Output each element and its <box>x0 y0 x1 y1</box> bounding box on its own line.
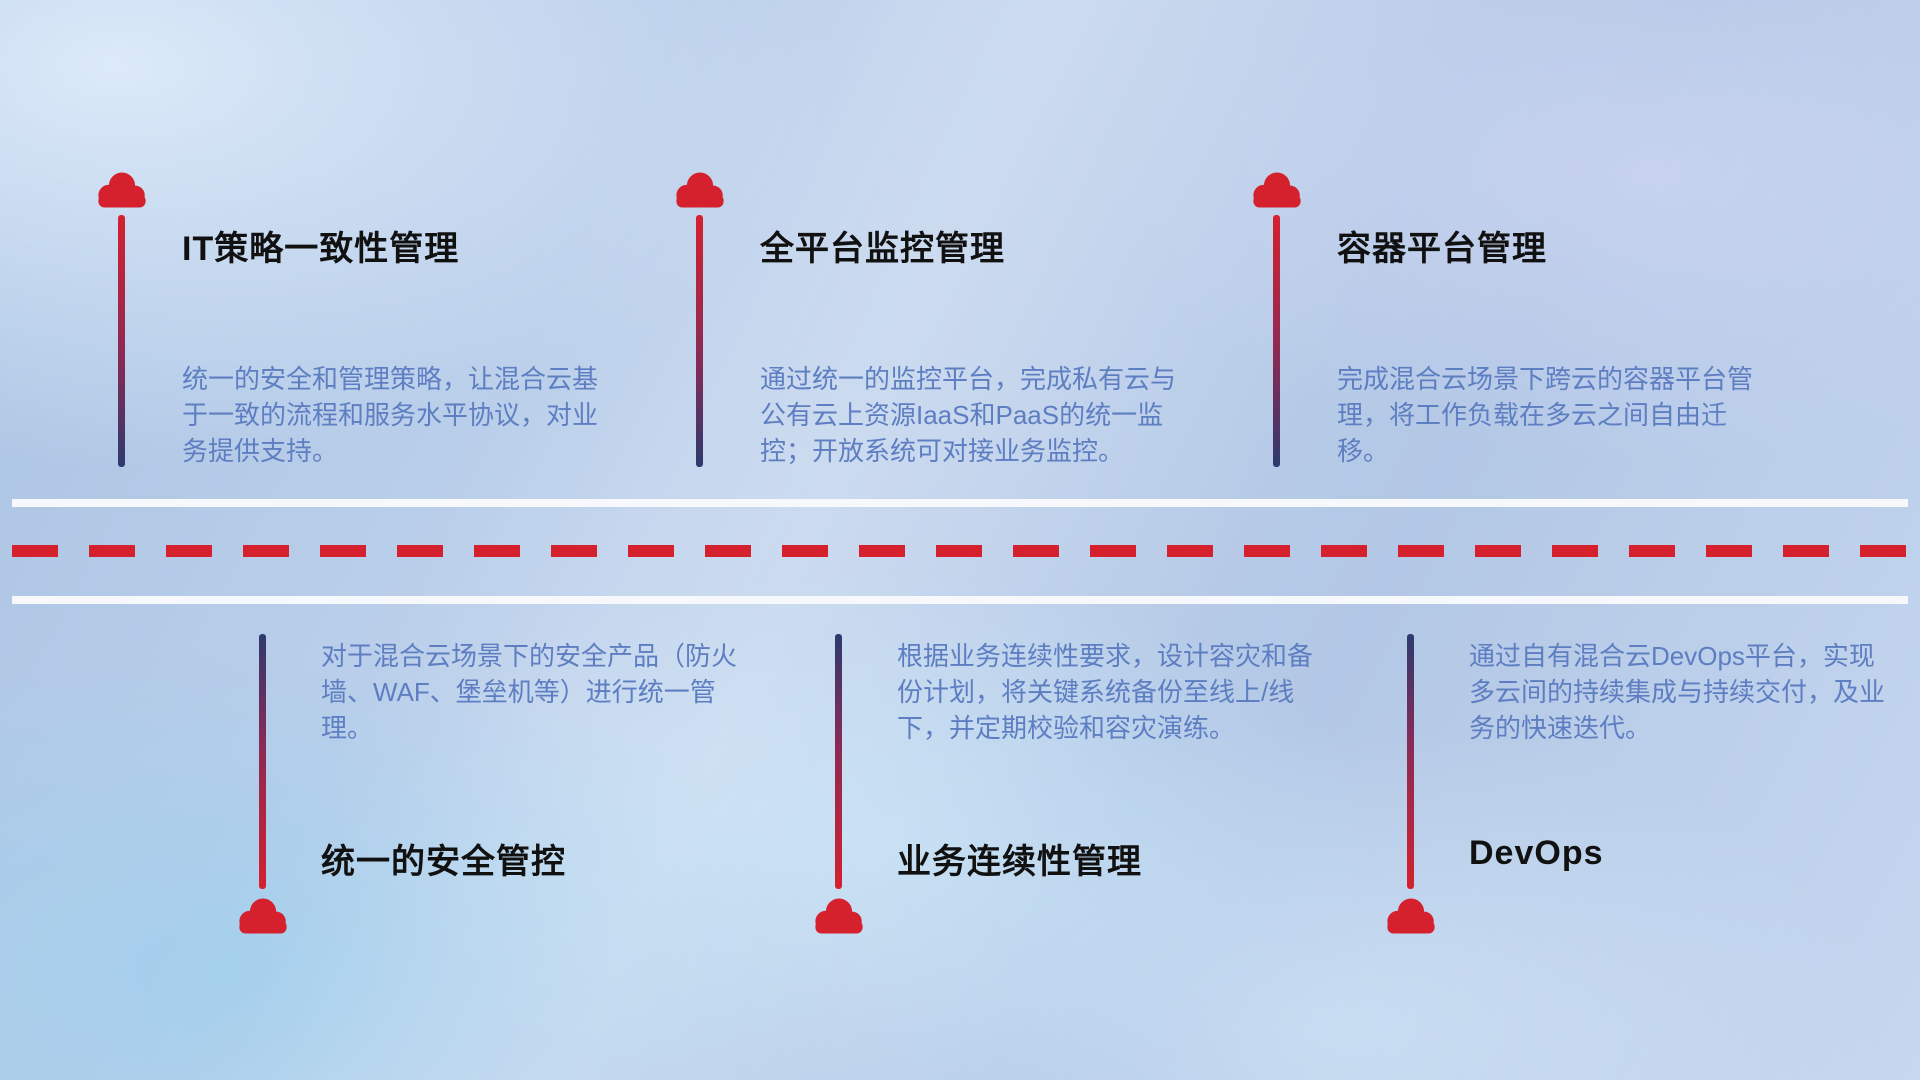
connector-line <box>835 634 842 889</box>
connector-line <box>696 215 703 467</box>
feature-security-control: 对于混合云场景下的安全产品（防火墙、WAF、堡垒机等）进行统一管理。 统一的安全… <box>235 634 737 954</box>
feature-title: 容器平台管理 <box>1337 230 1547 268</box>
cloud-icon <box>94 169 150 211</box>
feature-title: 业务连续性管理 <box>897 843 1142 881</box>
cloud-icon <box>235 895 291 937</box>
feature-title: 统一的安全管控 <box>321 843 566 881</box>
feature-description: 根据业务连续性要求，设计容灾和备份计划，将关键系统备份至线上/线下，并定期校验和… <box>897 641 1314 743</box>
cloud-icon <box>811 895 867 937</box>
connector-line <box>118 215 125 467</box>
feature-description: 对于混合云场景下的安全产品（防火墙、WAF、堡垒机等）进行统一管理。 <box>321 641 738 743</box>
feature-monitoring: 全平台监控管理 通过统一的监控平台，完成私有云与公有云上资源IaaS和PaaS的… <box>672 169 1176 499</box>
cloud-icon <box>1383 895 1439 937</box>
timeline-divider-top <box>12 499 1908 507</box>
feature-title: IT策略一致性管理 <box>182 230 460 268</box>
connector-line <box>1407 634 1414 889</box>
feature-description: 统一的安全和管理策略，让混合云基于一致的流程和服务水平协议，对业务提供支持。 <box>182 364 599 466</box>
connector-line <box>259 634 266 889</box>
feature-business-continuity: 根据业务连续性要求，设计容灾和备份计划，将关键系统备份至线上/线下，并定期校验和… <box>811 634 1313 954</box>
feature-it-policy: IT策略一致性管理 统一的安全和管理策略，让混合云基于一致的流程和服务水平协议，… <box>94 169 598 499</box>
feature-description: 完成混合云场景下跨云的容器平台管理，将工作负载在多云之间自由迁移。 <box>1337 364 1754 466</box>
feature-description: 通过统一的监控平台，完成私有云与公有云上资源IaaS和PaaS的统一监控；开放系… <box>760 364 1177 466</box>
timeline-divider-bottom <box>12 596 1908 604</box>
feature-container-platform: 容器平台管理 完成混合云场景下跨云的容器平台管理，将工作负载在多云之间自由迁移。 <box>1249 169 1753 499</box>
feature-description: 通过自有混合云DevOps平台，实现多云间的持续集成与持续交付，及业务的快速迭代… <box>1469 641 1886 743</box>
cloud-icon <box>672 169 728 211</box>
feature-title: 全平台监控管理 <box>760 230 1005 268</box>
cloud-icon <box>1249 169 1305 211</box>
timeline-dashed-line <box>12 545 1908 557</box>
connector-line <box>1273 215 1280 467</box>
feature-title: DevOps <box>1469 834 1604 872</box>
feature-devops: 通过自有混合云DevOps平台，实现多云间的持续集成与持续交付，及业务的快速迭代… <box>1383 634 1885 954</box>
